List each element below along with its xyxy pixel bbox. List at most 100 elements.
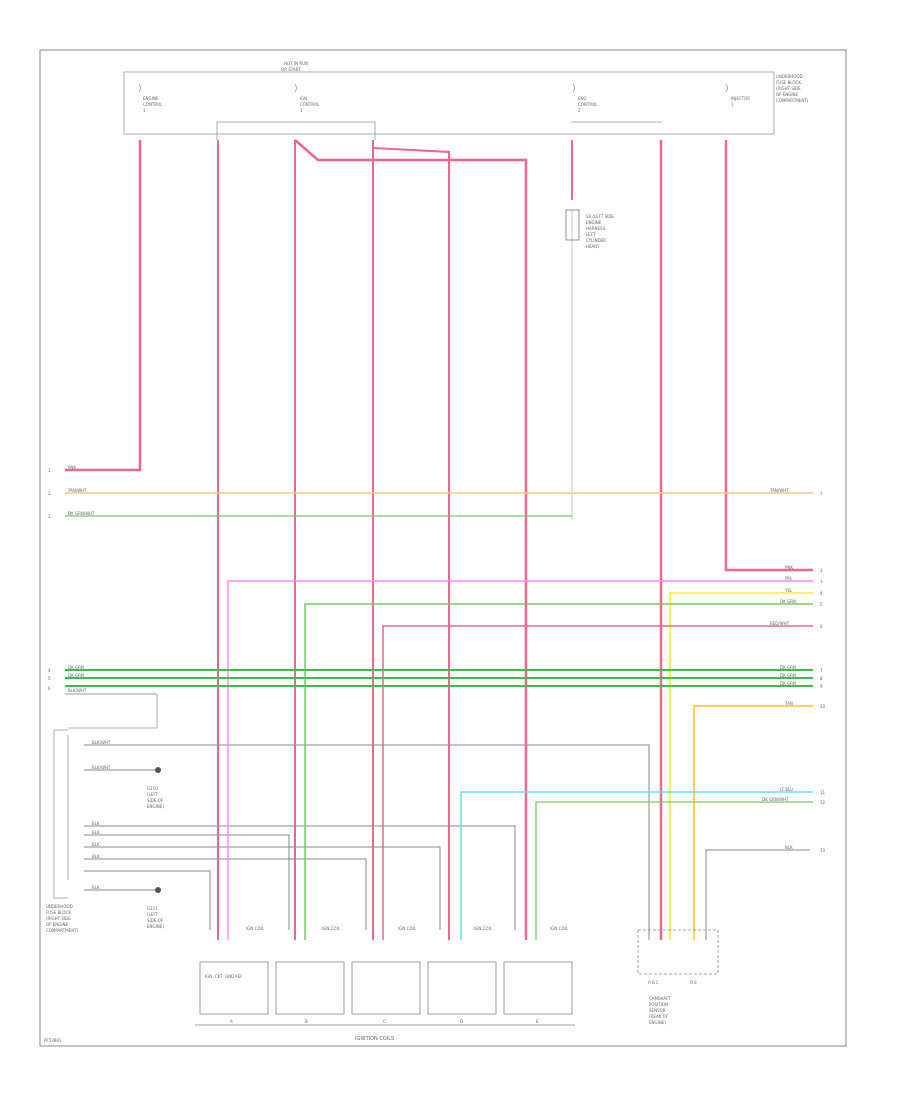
- svg-text:GND: GND: [225, 974, 234, 979]
- svg-text:4: 4: [820, 591, 823, 596]
- left-wire-labels: 1 PNK 2 TAN/WHT 3 DK GRN/WHT 4 DK GRN 5 …: [48, 465, 95, 693]
- svg-text:PNK: PNK: [68, 465, 76, 470]
- svg-text:ENGINE): ENGINE): [147, 804, 164, 809]
- fuse-block: HOT IN RUN OR START ENGINE CONTROL 1 IGN…: [123, 61, 809, 140]
- page-border: [39, 49, 847, 1047]
- svg-text:LEFT: LEFT: [586, 232, 596, 237]
- svg-text:UNDERHOOD: UNDERHOOD: [46, 904, 73, 909]
- svg-text:RED/WHT: RED/WHT: [770, 621, 790, 626]
- svg-text:ENGINE): ENGINE): [649, 1020, 666, 1025]
- colored-wires: [65, 139, 813, 940]
- ignition-coil-2: IGN COIL: [275, 926, 345, 1015]
- svg-text:E: E: [536, 1019, 539, 1024]
- svg-text:OF ENGINE: OF ENGINE: [46, 922, 69, 927]
- svg-text:(REAR OF: (REAR OF: [649, 1014, 669, 1019]
- camshaft-position-sensor: A B C D E CAMSHAFT POSITION SENSOR (REAR…: [637, 929, 719, 1025]
- svg-text:D: D: [460, 1019, 463, 1024]
- svg-text:BLK: BLK: [92, 885, 100, 890]
- svg-text:IGN: IGN: [205, 974, 212, 979]
- svg-text:HEAD): HEAD): [586, 244, 599, 249]
- svg-text:1: 1: [48, 468, 51, 473]
- ground-g110: G110 (LEFT SIDE OF ENGINE): [147, 767, 164, 809]
- svg-text:FUSE BLOCK: FUSE BLOCK: [46, 910, 71, 915]
- splice-s9: S9 (LEFT SIDE ENGINE HARNESS, LEFT CYLIN…: [565, 209, 614, 249]
- svg-text:DK GRN: DK GRN: [780, 665, 796, 670]
- svg-text:HOT IN RUN: HOT IN RUN: [284, 61, 308, 66]
- svg-text:BLK: BLK: [785, 845, 793, 850]
- svg-text:11: 11: [820, 790, 826, 795]
- svg-text:BLK: BLK: [92, 830, 100, 835]
- svg-text:8: 8: [820, 676, 823, 681]
- svg-text:OF ENGINE: OF ENGINE: [776, 92, 799, 97]
- ignition-coils: IGN COIL IGN COIL IGN COIL IGN COIL IGN …: [195, 926, 575, 1042]
- svg-text:IGN COIL: IGN COIL: [246, 926, 265, 931]
- svg-text:CYLINDER: CYLINDER: [586, 238, 606, 243]
- ignition-coil-4: IGN COIL: [427, 926, 497, 1015]
- svg-text:A B C: A B C: [648, 980, 659, 985]
- svg-text:S9 (LEFT SIDE: S9 (LEFT SIDE: [586, 214, 614, 219]
- page-code: PF53981: [44, 1038, 62, 1043]
- svg-text:BLK: BLK: [92, 854, 100, 859]
- svg-text:(LEFT: (LEFT: [147, 792, 159, 797]
- svg-text:B: B: [305, 1019, 308, 1024]
- svg-text:IGN: IGN: [300, 96, 307, 101]
- svg-text:3: 3: [48, 514, 51, 519]
- svg-text:1: 1: [731, 102, 734, 107]
- svg-text:(RIGHT SIDE: (RIGHT SIDE: [46, 916, 71, 921]
- ground-jumper: [68, 694, 158, 729]
- svg-text:(RIGHT SIDE: (RIGHT SIDE: [776, 86, 801, 91]
- svg-text:2: 2: [820, 568, 823, 573]
- svg-text:PNK: PNK: [785, 565, 793, 570]
- svg-text:C: C: [383, 1019, 386, 1024]
- svg-text:5: 5: [48, 676, 51, 681]
- svg-text:IGN COIL: IGN COIL: [322, 926, 341, 931]
- svg-text:ENGINE: ENGINE: [143, 96, 159, 101]
- svg-text:(LEFT: (LEFT: [147, 912, 159, 917]
- svg-text:DK GRN: DK GRN: [780, 673, 796, 678]
- svg-text:6: 6: [820, 624, 823, 629]
- svg-text:4: 4: [48, 668, 51, 673]
- svg-text:1: 1: [143, 108, 146, 113]
- svg-text:D E: D E: [690, 980, 697, 985]
- svg-text:1: 1: [820, 491, 823, 496]
- svg-text:CONTROL: CONTROL: [143, 102, 163, 107]
- svg-text:G111: G111: [147, 906, 158, 911]
- svg-text:SIDE OF: SIDE OF: [147, 798, 164, 803]
- svg-text:BLK: BLK: [92, 821, 100, 826]
- svg-text:TAN/WHT: TAN/WHT: [769, 488, 789, 493]
- svg-text:3: 3: [820, 579, 823, 584]
- svg-text:FUSE BLOCK: FUSE BLOCK: [776, 80, 801, 85]
- svg-text:IGN COIL: IGN COIL: [474, 926, 493, 931]
- svg-text:YEL: YEL: [784, 588, 793, 593]
- svg-text:SIDE OF: SIDE OF: [147, 918, 164, 923]
- svg-text:UNDERHOOD: UNDERHOOD: [776, 74, 803, 79]
- svg-text:ENGINE: ENGINE: [586, 220, 602, 225]
- svg-text:10: 10: [820, 704, 826, 709]
- svg-text:IGN COIL: IGN COIL: [398, 926, 417, 931]
- ignition-coil-5: IGN COIL: [503, 926, 573, 1015]
- ground-icon: [155, 767, 161, 773]
- svg-text:OR START: OR START: [281, 67, 301, 72]
- svg-text:BLK/WHT: BLK/WHT: [92, 740, 111, 745]
- svg-text:CAMSHAFT: CAMSHAFT: [649, 996, 671, 1001]
- coils-title: IGNITION COILS: [355, 1036, 394, 1042]
- svg-text:IGN COIL: IGN COIL: [550, 926, 569, 931]
- svg-text:DK GRN/WHT: DK GRN/WHT: [68, 511, 95, 516]
- svg-text:7: 7: [820, 668, 823, 673]
- svg-text:ENGINE): ENGINE): [147, 924, 164, 929]
- svg-text:5: 5: [820, 602, 823, 607]
- svg-text:CONTROL: CONTROL: [578, 102, 598, 107]
- ground-connector-outline: [53, 729, 68, 899]
- svg-text:A: A: [230, 1019, 233, 1024]
- svg-text:INJECTOR: INJECTOR: [731, 96, 750, 101]
- svg-text:CONTROL: CONTROL: [300, 102, 320, 107]
- ground-connector-label: UNDERHOOD FUSE BLOCK (RIGHT SIDE OF ENGI…: [46, 904, 79, 933]
- svg-text:ENG: ENG: [578, 96, 587, 101]
- ground-icon: [155, 887, 161, 893]
- svg-text:6: 6: [48, 686, 51, 691]
- ground-g111: G111 (LEFT SIDE OF ENGINE): [147, 887, 164, 929]
- svg-text:G110: G110: [147, 786, 158, 791]
- svg-text:DK GRN: DK GRN: [780, 681, 796, 686]
- svg-text:HARNESS,: HARNESS,: [586, 226, 606, 231]
